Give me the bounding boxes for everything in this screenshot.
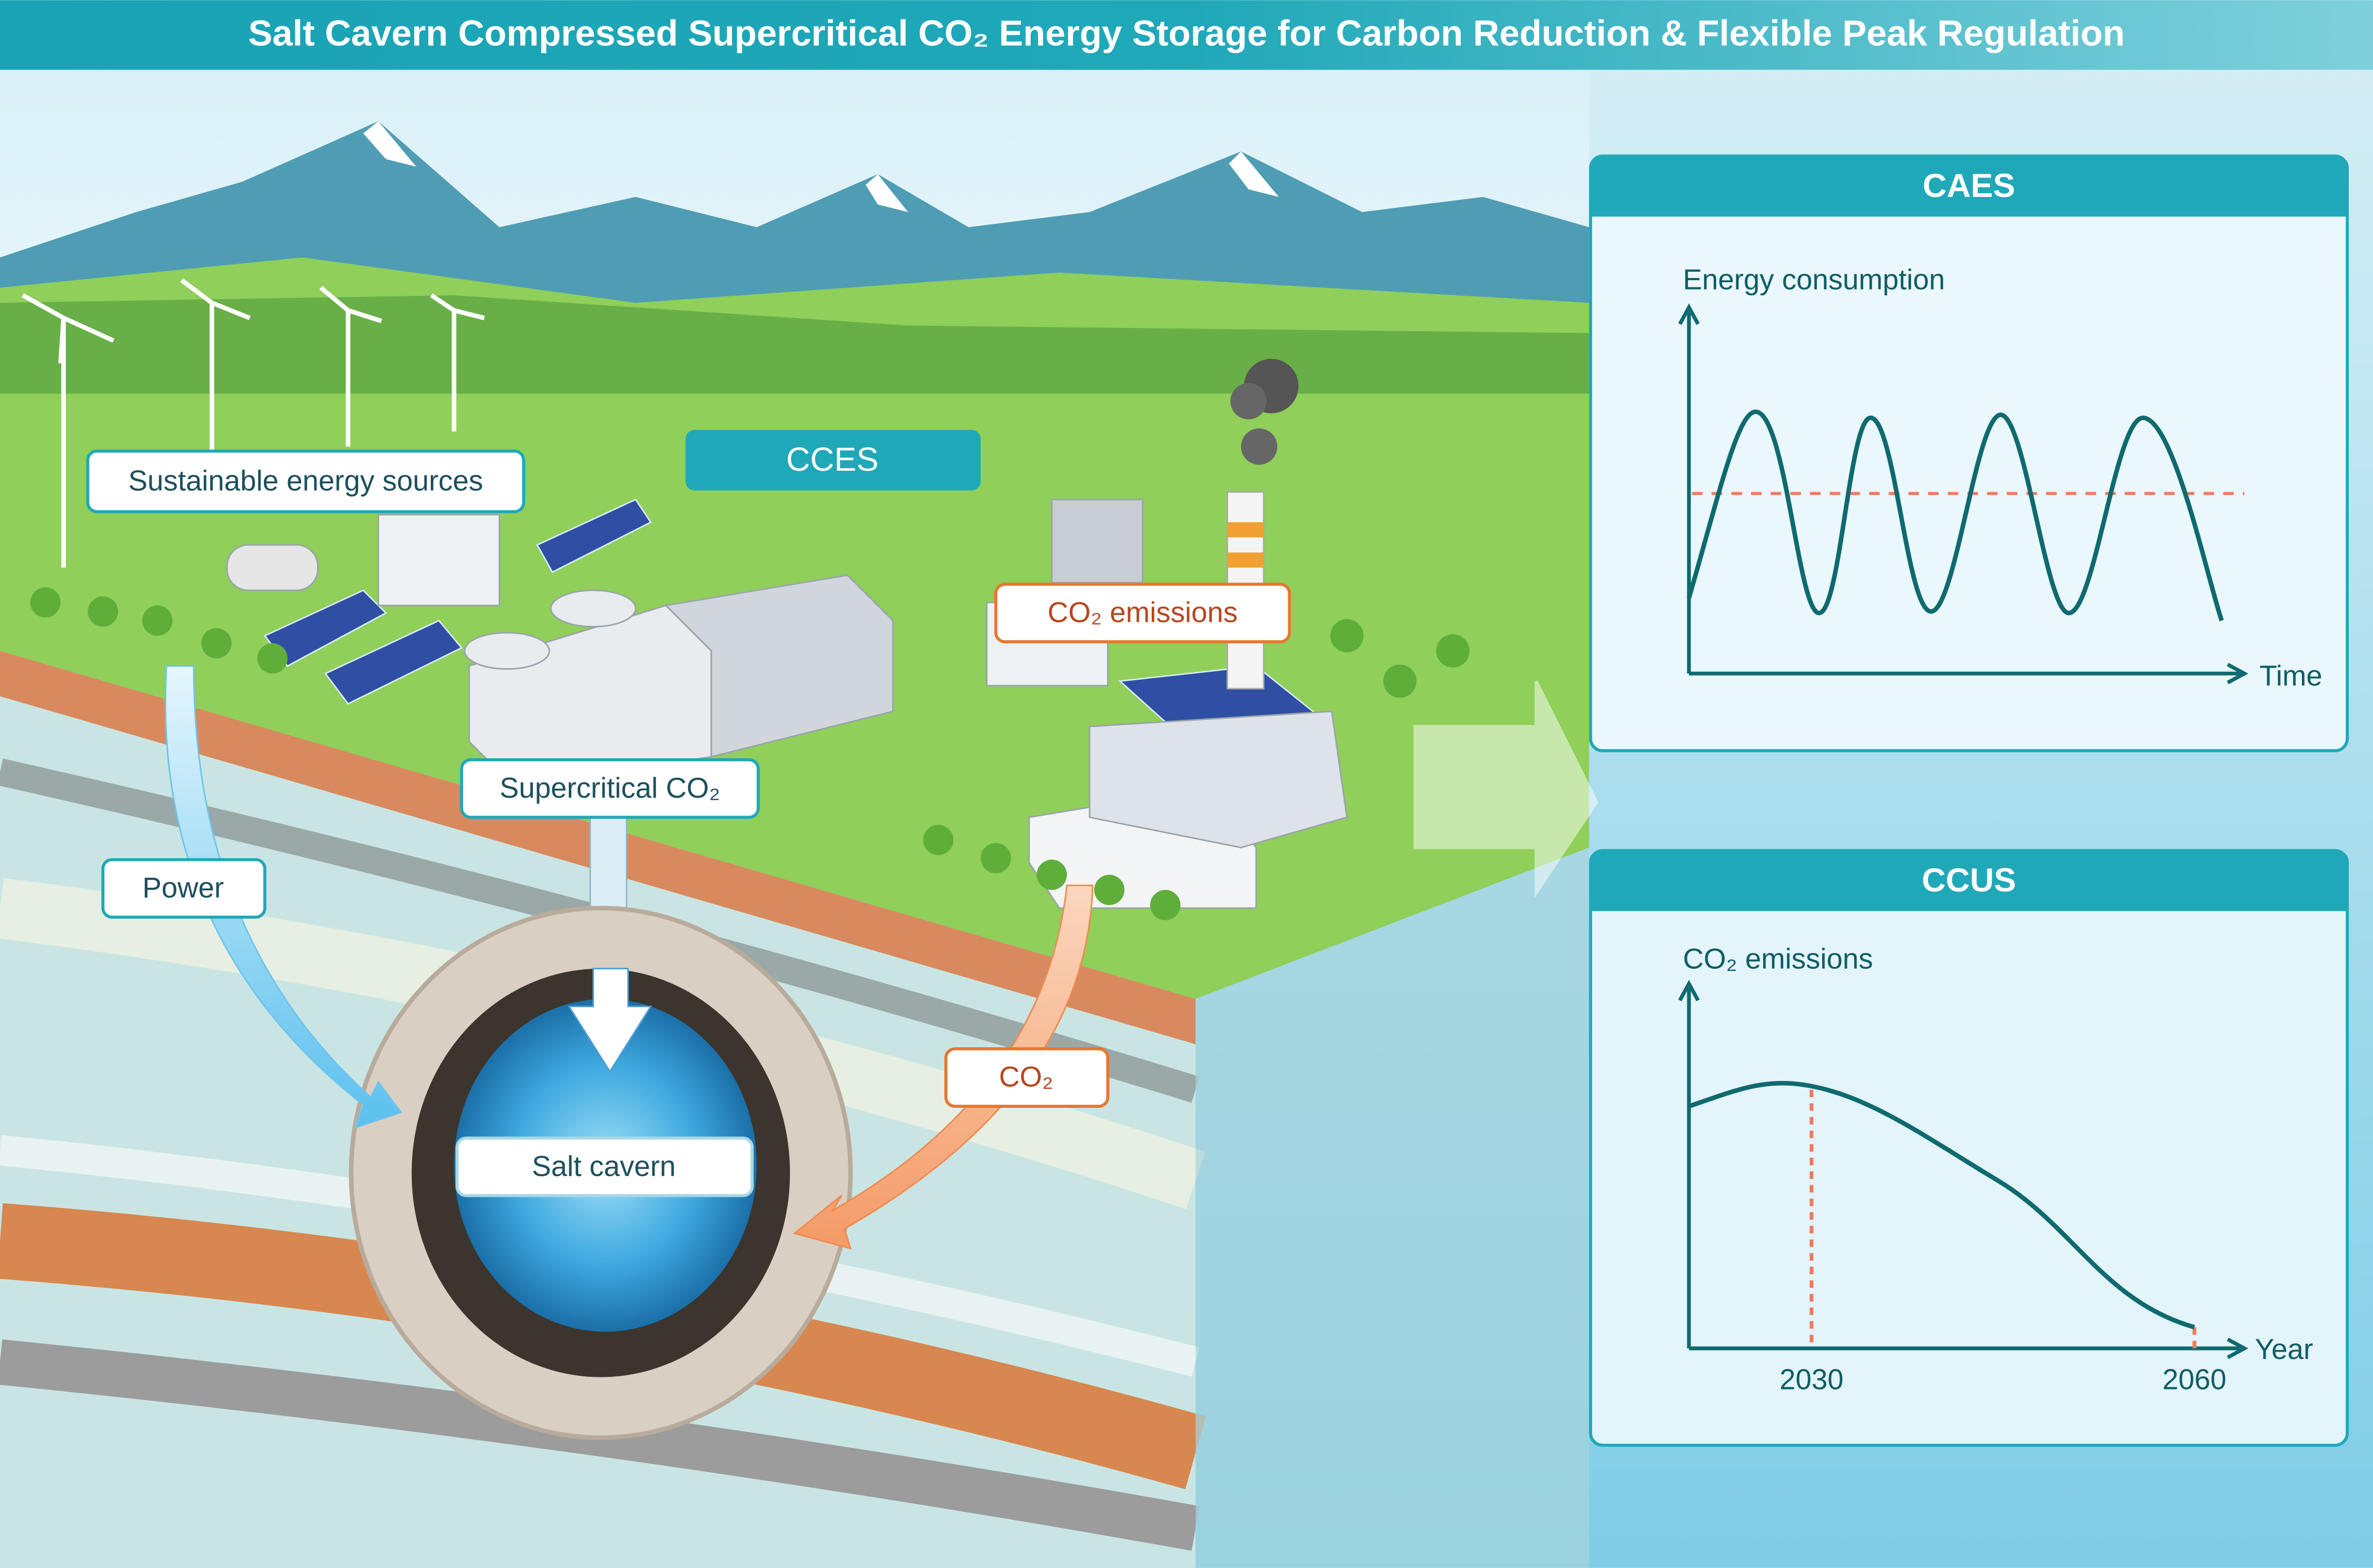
forest-line [0,295,1589,394]
label-co2-emissions-text: CO₂ emissions [1047,597,1238,629]
label-cces: CCES [685,430,981,491]
label-supercritical-text: Supercritical CO₂ [500,772,720,804]
label-power: Power [101,858,266,919]
label-cces-text: CCES [786,441,879,478]
caes-panel: CAES Energy consumption Time [1589,154,2349,752]
label-salt-cavern: Salt cavern [455,1136,754,1197]
label-co2-emissions: CO₂ emissions [994,582,1291,643]
ccus-y-label: CO₂ emissions [1683,943,1873,975]
co2-arrow [793,885,1094,1250]
label-sustainable: Sustainable energy sources [86,449,526,513]
ccus-title: CCUS [1922,862,2016,899]
ccus-panel: CCUS CO₂ emissions Year 2030 2060 [1589,849,2349,1447]
trees [30,587,1470,920]
caes-y-label: Energy consumption [1683,263,1945,295]
power-plant [226,359,1348,909]
down-arrow [567,968,652,1073]
label-co2-text: CO₂ [999,1061,1053,1093]
title-bar [0,0,2373,70]
label-sustainable-text: Sustainable energy sources [128,464,483,497]
label-power-text: Power [142,872,224,904]
ccus-axes [1678,979,2249,1359]
ccus-x-label: Year [2255,1333,2313,1365]
label-salt-cavern-text: Salt cavern [532,1150,676,1182]
wind-turbines [22,278,485,568]
ccus-tick-2030: 2030 [1779,1363,1843,1395]
label-supercritical: Supercritical CO₂ [460,758,760,819]
transition-arrow [1413,680,1599,898]
ccus-tick-2060: 2060 [2162,1363,2226,1395]
caes-x-label: Time [2259,660,2322,692]
caes-title: CAES [1923,167,2015,204]
page-title: Salt Cavern Compressed Supercritical CO₂… [248,13,2124,54]
label-co2: CO₂ [944,1047,1110,1108]
ccus-emissions-curve [1688,1080,2196,1329]
caes-energy-curve [1686,409,2224,621]
side-fade [1195,847,1589,1568]
caes-axes [1678,303,2249,684]
